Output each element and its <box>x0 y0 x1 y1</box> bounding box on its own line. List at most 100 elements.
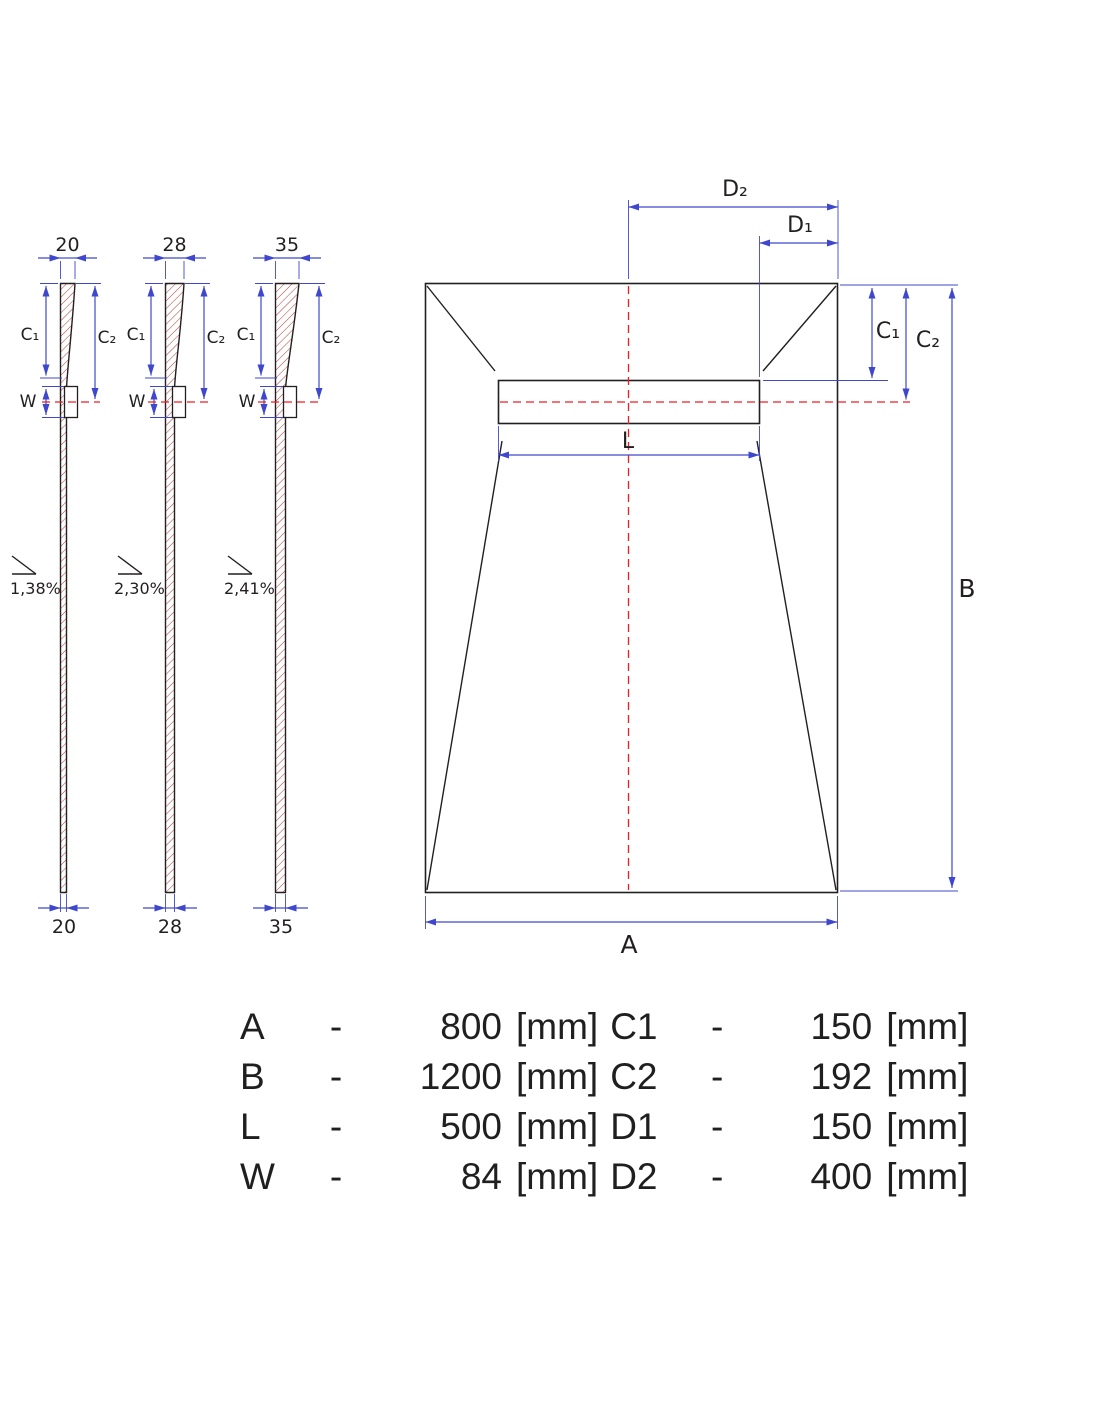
dim-unit: [mm] <box>886 1156 969 1197</box>
dimension-table: A - 800 [mm] B - 1200 [mm] L - 500 [mm] … <box>0 1002 968 1202</box>
dim-unit: [mm] <box>886 1006 969 1047</box>
profile-28-slope-label: 2,30% <box>114 579 165 598</box>
dim-separator: - <box>329 1056 343 1097</box>
profile-28-c2-label: C₂ <box>207 328 226 348</box>
profile-35-c2-label: C₂ <box>322 328 341 348</box>
dim-param: D1 <box>610 1106 658 1147</box>
profile-20-w-dimension: W <box>20 386 100 418</box>
profile-20-top-dim-label: 20 <box>55 234 79 256</box>
dim-unit: [mm] <box>886 1056 969 1097</box>
dim-row-c2: C2 - 192 [mm] <box>610 1052 968 1102</box>
dim-param: C1 <box>610 1006 658 1047</box>
profile-20-body <box>59 282 76 894</box>
dim-row-c1: C1 - 150 [mm] <box>610 1002 968 1052</box>
profile-20-slope-indicator: 1,38% <box>10 555 61 598</box>
dimension-d1: D₁ <box>759 213 838 377</box>
dimension-table-right-column: C1 - 150 [mm] C2 - 192 [mm] D1 - 150 [mm… <box>610 1002 968 1202</box>
dim-param: W <box>240 1156 275 1197</box>
profile-28-bottom-dimension: 28 <box>143 894 197 938</box>
d1-label: D₁ <box>787 213 813 238</box>
dim-unit: [mm] <box>516 1006 599 1047</box>
profile-section-28: 28 C₁ C₂ W 2,30% <box>114 234 225 938</box>
dim-value: 800 <box>440 1006 502 1047</box>
profile-20-slope-label: 1,38% <box>10 579 61 598</box>
profile-35-c1-label: C₁ <box>237 325 256 345</box>
dim-row-a: A - 800 [mm] <box>240 1002 598 1052</box>
dim-unit: [mm] <box>516 1056 599 1097</box>
profile-28-top-dim-label: 28 <box>162 234 186 256</box>
profile-35-body <box>274 282 300 894</box>
d2-label: D₂ <box>722 177 748 202</box>
profile-20-bottom-dimension: 20 <box>38 894 89 938</box>
dim-separator: - <box>329 1106 343 1147</box>
dim-value: 84 <box>460 1156 502 1197</box>
dim-value: 1200 <box>419 1056 502 1097</box>
profile-28-slope-indicator: 2,30% <box>114 555 165 598</box>
dim-param: C2 <box>610 1056 658 1097</box>
dimension-table-left-column: A - 800 [mm] B - 1200 [mm] L - 500 [mm] … <box>240 1002 598 1202</box>
profile-35-bottom-dimension: 35 <box>253 894 308 938</box>
dim-row-l: L - 500 [mm] <box>240 1102 598 1152</box>
dim-separator: - <box>329 1006 343 1047</box>
dimension-c2-plan: C₂ <box>902 288 940 400</box>
profile-section-35: 35 C₁ C₂ W 2,41% <box>224 234 340 938</box>
profile-20-w-label: W <box>20 392 37 412</box>
dim-row-b: B - 1200 [mm] <box>240 1052 598 1102</box>
profile-20-c2-dimension: C₂ <box>76 283 117 399</box>
dim-row-d1: D1 - 150 [mm] <box>610 1102 968 1152</box>
technical-drawing: 20 C₁ C₂ W 1,38% <box>10 177 976 959</box>
dim-value: 150 <box>810 1106 873 1147</box>
profile-28-c1-label: C₁ <box>127 325 146 345</box>
dimension-l: L <box>498 426 760 461</box>
profile-20-c2-label: C₂ <box>98 328 117 348</box>
dim-param: A <box>240 1006 265 1047</box>
profile-28-c2-dimension: C₂ <box>185 283 226 399</box>
l-label: L <box>622 429 635 454</box>
profile-28-w-dimension: W <box>129 386 208 418</box>
profile-35-bottom-dim-label: 35 <box>269 916 293 938</box>
profile-28-c1-dimension: C₁ <box>127 283 167 379</box>
dim-value: 500 <box>440 1106 502 1147</box>
dim-separator: - <box>711 1056 724 1097</box>
centerlines <box>500 286 910 890</box>
dim-separator: - <box>711 1106 724 1147</box>
profile-28-w-label: W <box>129 392 146 412</box>
tray-outline <box>424 282 839 894</box>
dim-unit: [mm] <box>516 1156 599 1197</box>
profile-20-c1-label: C₁ <box>21 325 40 345</box>
dim-row-d2: D2 - 400 [mm] <box>610 1152 968 1202</box>
profile-35-c1-dimension: C₁ <box>237 283 277 379</box>
dimension-c1-plan: C₁ <box>763 288 900 381</box>
profile-28-bottom-dim-label: 28 <box>158 916 182 938</box>
a-label: A <box>620 930 637 959</box>
slope-fold-lines <box>426 285 837 891</box>
dim-separator: - <box>329 1156 343 1197</box>
dim-value: 400 <box>810 1156 873 1197</box>
profile-35-c2-dimension: C₂ <box>300 283 341 399</box>
dim-value: 192 <box>810 1056 873 1097</box>
plan-view: D₂ D₁ C₁ C₂ B A <box>424 177 976 959</box>
c1-plan-label: C₁ <box>876 319 900 344</box>
dim-param: L <box>240 1106 261 1147</box>
dim-param: D2 <box>610 1156 658 1197</box>
profile-35-w-label: W <box>239 392 256 412</box>
dim-param: B <box>240 1056 265 1097</box>
profile-20-c1-dimension: C₁ <box>21 283 62 379</box>
dim-separator: - <box>711 1006 724 1047</box>
profile-20-bottom-dim-label: 20 <box>52 916 76 938</box>
c2-plan-label: C₂ <box>916 328 940 353</box>
profile-28-body <box>164 282 185 894</box>
profile-20-top-dimension: 20 <box>38 234 97 279</box>
dim-separator: - <box>711 1156 724 1197</box>
dimension-d2: D₂ <box>628 177 839 279</box>
dim-row-w: W - 84 [mm] <box>240 1152 598 1202</box>
dim-value: 150 <box>810 1006 873 1047</box>
b-label: B <box>958 574 975 603</box>
profile-28-top-dimension: 28 <box>143 234 206 279</box>
profile-35-slope-label: 2,41% <box>224 579 275 598</box>
profile-35-w-dimension: W <box>239 386 318 418</box>
profile-35-top-dimension: 35 <box>253 234 321 279</box>
dim-unit: [mm] <box>886 1106 969 1147</box>
profile-35-top-dim-label: 35 <box>275 234 299 256</box>
